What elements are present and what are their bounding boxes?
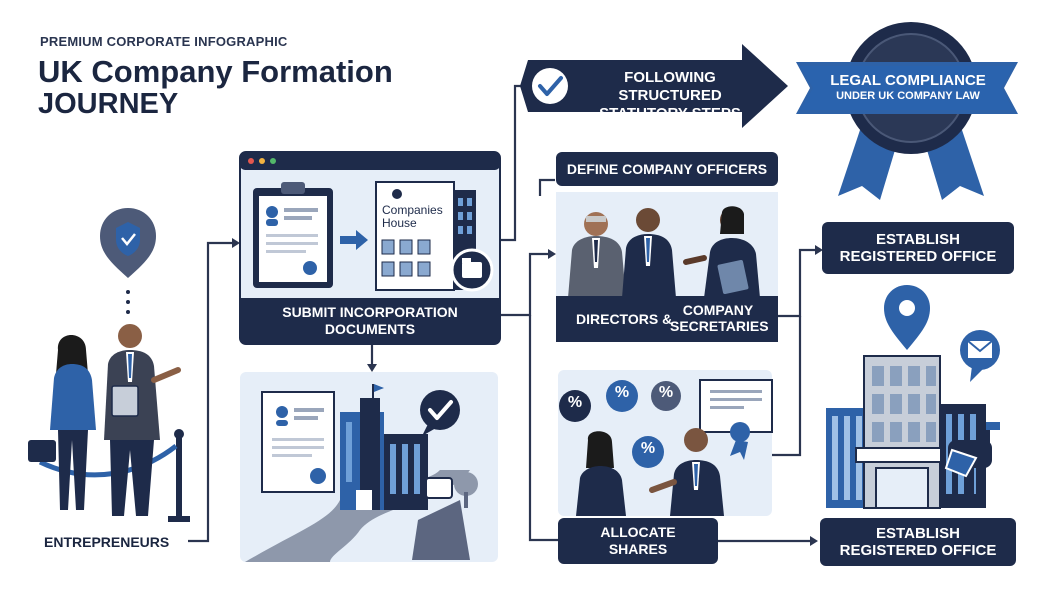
registered-office-top-label: ESTABLISH REGISTERED OFFICE xyxy=(822,222,1014,274)
briefcase-icon xyxy=(28,440,56,462)
directors-left-text: DIRECTORS & xyxy=(576,311,673,327)
banner-label: FOLLOWING STRUCTURED STATUTORY STEPS xyxy=(575,69,765,123)
entrepreneur-man-icon xyxy=(104,324,181,516)
title-line-1: UK Company Formation xyxy=(38,54,393,89)
approved-check-icon xyxy=(420,390,460,430)
submit-line-2: DOCUMENTS xyxy=(324,321,416,337)
page-title: UK Company Formation JOURNEY xyxy=(38,55,393,121)
director-person-icon xyxy=(568,212,626,298)
allocate-line-1: ALLOCATE xyxy=(600,524,676,540)
signpost-icon xyxy=(425,477,453,499)
connector-submit-to-officers xyxy=(500,252,548,317)
directors-right-line-2: SECRETARIES xyxy=(670,318,769,334)
entrepreneur-woman-icon xyxy=(28,335,96,510)
companies-house-line-1: Companies xyxy=(382,203,443,217)
badge-line-2: UNDER UK COMPANY LAW xyxy=(836,90,980,102)
submit-line-1: SUBMIT INCORPORATION xyxy=(282,304,458,320)
banner-line-1: FOLLOWING STRUCTURED xyxy=(618,69,722,104)
arrow-right-icon xyxy=(340,230,368,250)
shareholder-man-icon xyxy=(649,428,724,516)
directors-label: DIRECTORS & COMPANY SECRETARIES xyxy=(556,296,778,342)
percent-label-2: % xyxy=(614,384,630,401)
connector-submit-to-allocate xyxy=(528,315,558,542)
badge-label: LEGAL COMPLIANCE UNDER UK COMPANY LAW xyxy=(810,72,1006,104)
directors-right-text: COMPANY SECRETARIES xyxy=(670,302,769,334)
connector-officers-label xyxy=(538,178,555,196)
percent-label-4: % xyxy=(640,440,656,457)
title-line-2: JOURNEY xyxy=(38,88,179,120)
percent-bubble-icon xyxy=(559,380,681,468)
connector-entrepreneurs-to-submit xyxy=(188,241,232,543)
submit-documents-label: SUBMIT INCORPORATION DOCUMENTS xyxy=(240,298,500,344)
registered-bottom-line-1: ESTABLISH xyxy=(876,525,960,542)
allocate-shares-label: ALLOCATE SHARES xyxy=(558,518,718,564)
define-officers-label: DEFINE COMPANY OFFICERS xyxy=(556,152,778,186)
connector-shares-to-office xyxy=(772,316,802,457)
companies-house-line-2: House xyxy=(382,216,417,230)
secretary-person-icon xyxy=(622,208,676,298)
officer-person-icon xyxy=(683,206,760,298)
registered-top-line-1: ESTABLISH xyxy=(876,231,960,248)
shareholder-woman-icon xyxy=(576,431,626,516)
registered-top-line-2: REGISTERED OFFICE xyxy=(839,248,997,265)
entrepreneurs-label: ENTREPRENEURS xyxy=(44,534,170,550)
percent-label-1: % xyxy=(567,394,583,411)
allocate-line-2: SHARES xyxy=(608,541,668,557)
directors-right-line-1: COMPANY xyxy=(682,302,754,318)
check-circle-icon xyxy=(532,68,568,104)
badge-line-1: LEGAL COMPLIANCE xyxy=(830,72,986,89)
registered-office-bottom-label: ESTABLISH REGISTERED OFFICE xyxy=(820,518,1016,566)
companies-house-sign: Companies House xyxy=(382,204,443,230)
registered-bottom-line-2: REGISTERED OFFICE xyxy=(839,542,997,559)
connector-officers-to-office xyxy=(778,248,815,318)
location-pin-icon xyxy=(884,285,930,350)
mailbox-icon xyxy=(944,422,1000,508)
header-kicker: PREMIUM CORPORATE INFOGRAPHIC xyxy=(40,34,288,49)
percent-label-3: % xyxy=(658,384,674,401)
banner-line-2: STATUTORY STEPS xyxy=(599,105,741,122)
